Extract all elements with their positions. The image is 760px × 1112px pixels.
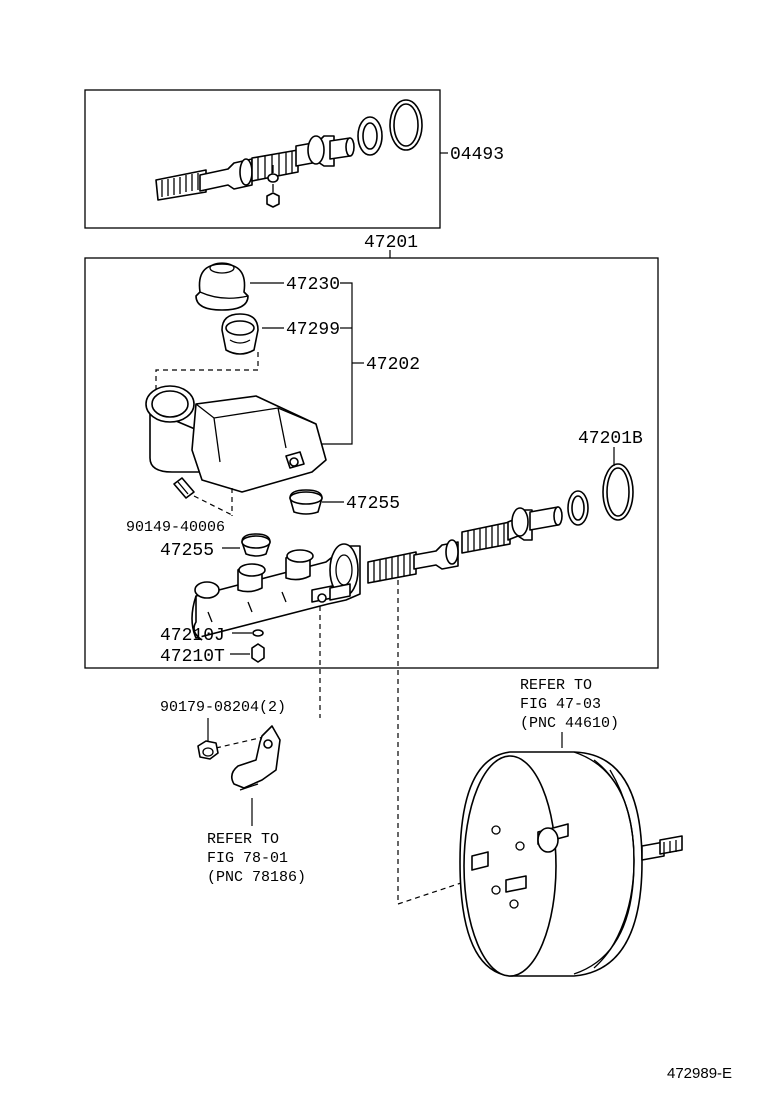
label-grommet-a: 47255 bbox=[346, 494, 400, 514]
brake-booster-icon bbox=[459, 751, 683, 977]
figure-number: 472989-E bbox=[667, 1065, 732, 1082]
label-grommet-b: 47255 bbox=[160, 541, 214, 561]
seal-ring-icon bbox=[602, 463, 634, 521]
strainer-icon bbox=[221, 313, 259, 355]
bracket-ref-line1: REFER TO bbox=[207, 831, 279, 848]
label-plug: 90149-40006 bbox=[126, 519, 225, 536]
piston-assembly-icon bbox=[367, 506, 563, 584]
booster-ref-line2: FIG 47-03 bbox=[520, 696, 601, 713]
bracket-ref-line2: FIG 78-01 bbox=[207, 850, 288, 867]
label-strainer: 47299 bbox=[286, 320, 340, 340]
booster-ref-line3: (PNC 44610) bbox=[520, 715, 619, 732]
union-bolt-icon bbox=[251, 643, 265, 663]
grommet-lower-icon bbox=[241, 533, 271, 557]
reservoir-tank-icon bbox=[145, 385, 327, 493]
master-cylinder-body-icon bbox=[191, 543, 361, 641]
flange-nut-icon bbox=[197, 740, 219, 760]
bracket-icon bbox=[230, 725, 281, 791]
label-gasket: 47210J bbox=[160, 626, 225, 646]
reservoir-cap-icon bbox=[195, 262, 249, 311]
kit-snap-ring-icon bbox=[357, 116, 383, 156]
label-ring: 47201B bbox=[578, 429, 643, 449]
label-cap: 47230 bbox=[286, 275, 340, 295]
kit-piston-assembly-icon bbox=[155, 135, 355, 208]
snap-ring-icon bbox=[567, 490, 589, 526]
bracket-ref-line3: (PNC 78186) bbox=[207, 869, 306, 886]
plug-bolt-icon bbox=[173, 477, 195, 499]
assy-box bbox=[84, 257, 659, 669]
kit-seal-ring-icon bbox=[389, 99, 423, 151]
grommet-upper-icon bbox=[289, 489, 323, 515]
label-kit: 04493 bbox=[450, 145, 504, 165]
label-reservoir: 47202 bbox=[366, 355, 420, 375]
gasket-icon bbox=[252, 629, 264, 637]
label-union: 47210T bbox=[160, 647, 225, 667]
label-nut: 90179-08204(2) bbox=[160, 699, 286, 716]
booster-ref-line1: REFER TO bbox=[520, 677, 592, 694]
label-assy: 47201 bbox=[364, 233, 418, 253]
kit-box bbox=[84, 89, 441, 229]
